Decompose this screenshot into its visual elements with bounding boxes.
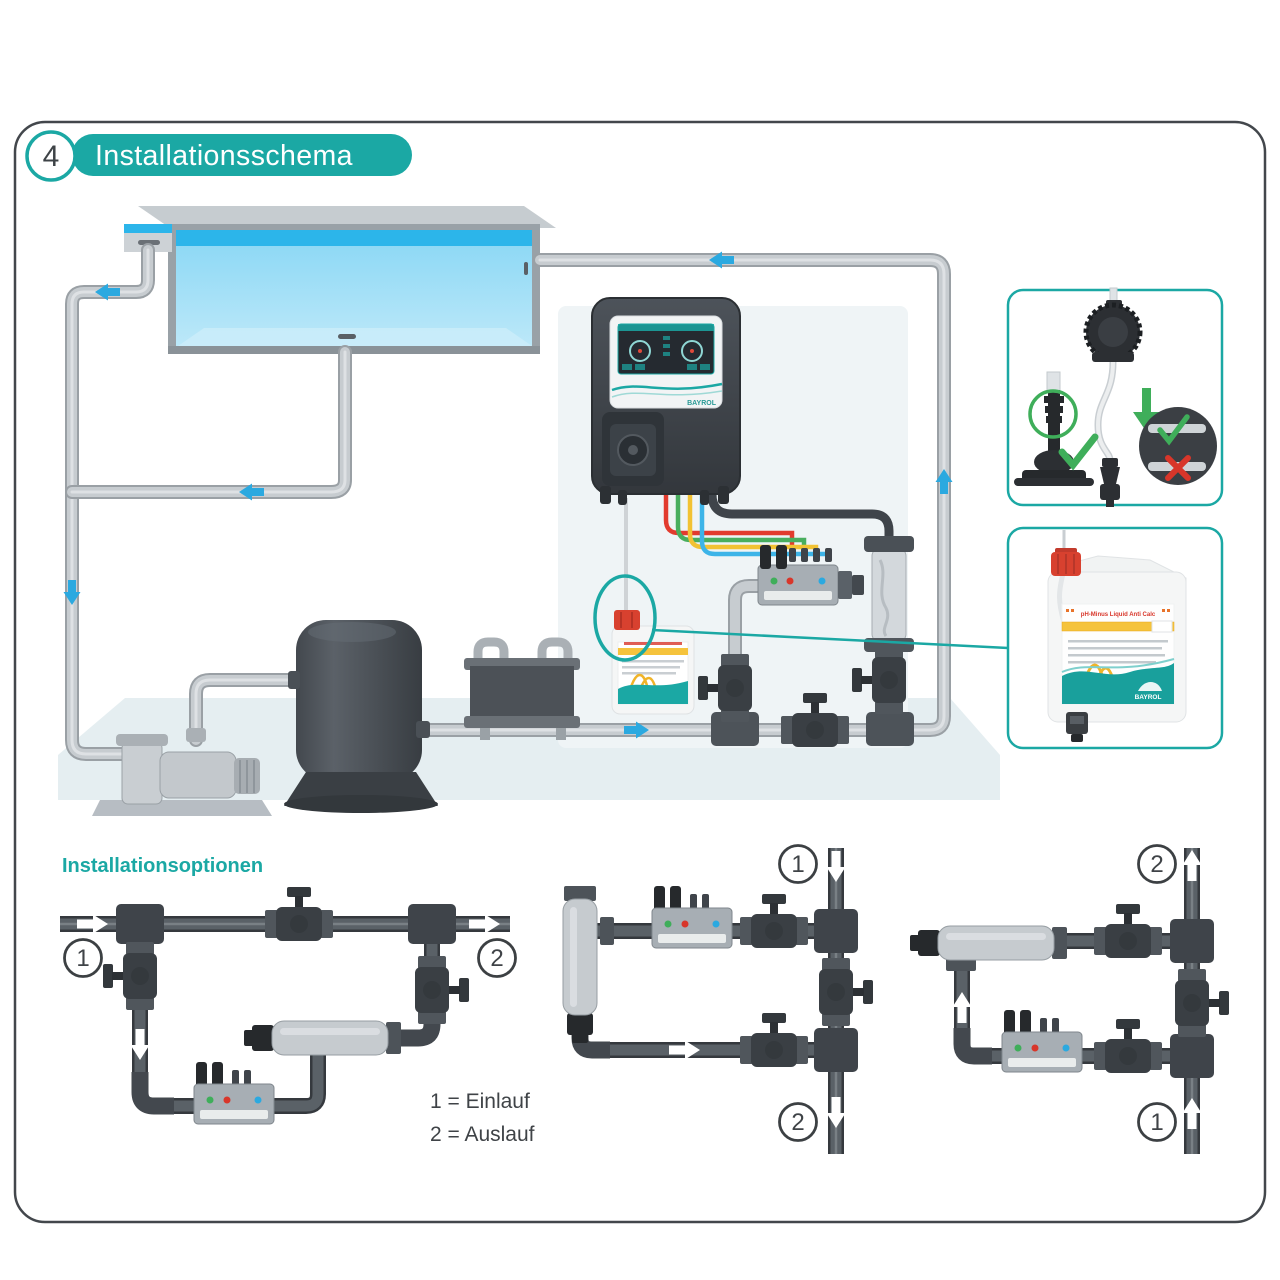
tube-cut-detail (1139, 407, 1217, 485)
inlet-number: 1 (791, 851, 804, 878)
product-name: pH-Minus Liquid Anti Calc (1081, 612, 1156, 618)
check-icon (1058, 433, 1099, 471)
measuring-chamber (757, 564, 864, 606)
suction-foot-icon (1014, 371, 1094, 486)
legend-outlet: 2 = Auslauf (430, 1123, 535, 1146)
flow-cell (243, 1020, 402, 1056)
dosing-controller: BAYROL (591, 297, 741, 505)
circulation-pump (92, 728, 272, 816)
highlight-circle (1028, 389, 1078, 439)
legend-inlet: 1 = Einlauf (430, 1090, 530, 1113)
option-b: 1 2 (562, 846, 873, 1155)
outlet-number: 2 (1150, 851, 1163, 878)
inset-canister: pH-Minus Liquid Anti Calc BAYROL (1006, 526, 1224, 750)
legend: 1 = Einlauf 2 = Auslauf (430, 1090, 535, 1146)
flow-cell (909, 925, 1068, 961)
sample-pipe (707, 489, 894, 551)
canister-brand: BAYROL (1135, 694, 1162, 701)
canister-spout (1066, 712, 1088, 742)
canister-cap (614, 610, 640, 630)
option-c: 2 1 (909, 846, 1229, 1155)
option-a: 1 2 (60, 887, 516, 1125)
step-number: 4 (43, 140, 60, 173)
outlet-number: 2 (791, 1109, 804, 1136)
filter-tank (284, 620, 438, 813)
dosing-canister (611, 610, 695, 715)
controller-screen (617, 323, 715, 375)
check-icon (1157, 414, 1190, 446)
lance-fitting-icon (1100, 458, 1120, 507)
callout-ellipse (593, 574, 657, 662)
options-section-title: Installationsoptionen (62, 855, 263, 877)
pool (124, 206, 556, 354)
inlet-number: 1 (76, 945, 89, 972)
peristaltic-pump-housing (602, 412, 664, 486)
flow-cell (562, 885, 598, 1044)
bypass-assembly (663, 403, 914, 747)
outlet-number: 2 (490, 945, 503, 972)
main-schematic: BAYROL (58, 206, 1009, 816)
dosing-hoses (663, 403, 831, 559)
step-badge (25, 130, 77, 182)
title-pill (72, 134, 412, 176)
page-title: Installationsschema (95, 140, 353, 172)
canister-label: pH-Minus Liquid Anti Calc BAYROL (1061, 603, 1175, 705)
cross-icon (1165, 455, 1191, 481)
inset-suction-lance (1006, 287, 1224, 507)
header: 4 Installationsschema (25, 130, 412, 182)
inlet-number: 1 (1150, 1109, 1163, 1136)
controller-brand: BAYROL (687, 400, 717, 407)
heat-exchanger (464, 637, 580, 740)
callout-line (651, 628, 1009, 650)
